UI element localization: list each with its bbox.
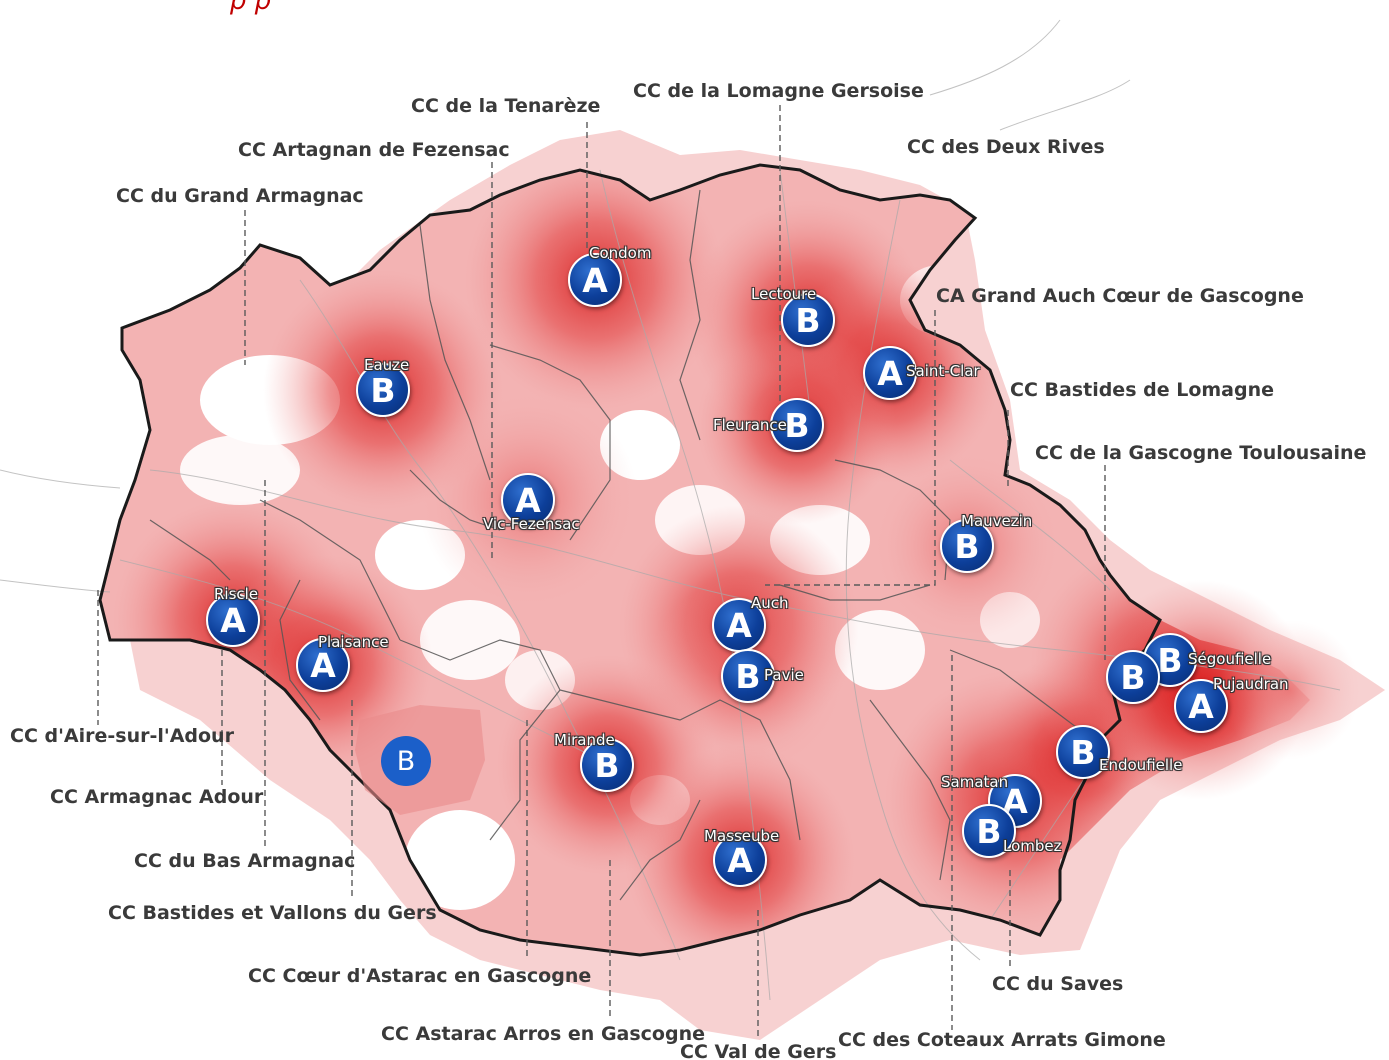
- circle-marker-icon-unnamed-southwest[interactable]: B: [381, 736, 431, 786]
- label-cc-tenareze: CC de la Tenarèze: [411, 95, 601, 117]
- label-cc-deux-rives: CC des Deux Rives: [907, 136, 1105, 158]
- town-name-lectoure: Lectoure: [751, 285, 817, 303]
- circle-marker-icon-mirande[interactable]: B: [580, 738, 634, 792]
- label-cc-armagnac-adour: CC Armagnac Adour: [50, 786, 264, 808]
- town-name-pavie: Pavie: [764, 666, 804, 684]
- circle-marker-icon-riscle[interactable]: A: [206, 593, 260, 647]
- label-cc-gascogne-toulousaine: CC de la Gascogne Toulousaine: [1035, 442, 1367, 464]
- town-name-riscle: Riscle: [214, 585, 259, 603]
- circle-marker-icon-lectoure[interactable]: B: [781, 293, 835, 347]
- town-name-eauze: Eauze: [364, 356, 410, 374]
- label-cc-bastides-lomagne: CC Bastides de Lomagne: [1010, 379, 1275, 401]
- label-cc-coteaux-arrats: CC des Coteaux Arrats Gimone: [838, 1029, 1166, 1051]
- label-cc-bas-armagnac: CC du Bas Armagnac: [134, 850, 356, 872]
- label-cc-bastides-vallons: CC Bastides et Vallons du Gers: [108, 902, 437, 924]
- town-name-lombez: Lombez: [1003, 837, 1062, 855]
- circle-marker-icon-condom[interactable]: A: [568, 253, 622, 307]
- circle-marker-icon-plaisance[interactable]: A: [296, 638, 350, 692]
- town-name-fleurance: Fleurance: [713, 416, 787, 434]
- town-name-samatan: Samatan: [941, 773, 1009, 791]
- intercommunality-borders: [149, 189, 1081, 901]
- circle-marker-icon-unnamed-east[interactable]: B: [1106, 650, 1160, 704]
- label-cc-val-de-gers: CC Val de Gers: [680, 1041, 837, 1060]
- circle-marker-icon-eauze[interactable]: B: [356, 363, 410, 417]
- circle-marker-icon-saint-clar[interactable]: A: [863, 346, 917, 400]
- town-name-endoufielle: Endoufielle: [1099, 756, 1183, 774]
- label-cc-aire-sur-adour: CC d'Aire-sur-l'Adour: [10, 725, 234, 747]
- circle-marker-icon-fleurance[interactable]: B: [770, 398, 824, 452]
- label-cc-coeur-astarac: CC Cœur d'Astarac en Gascogne: [248, 965, 592, 987]
- leader-lines: [97, 105, 1106, 1040]
- circle-marker-icon-vic-fezensac[interactable]: A: [501, 473, 555, 527]
- label-ca-grand-auch: CA Grand Auch Cœur de Gascogne: [936, 285, 1304, 307]
- town-name-mauvezin: Mauvezin: [961, 512, 1033, 530]
- label-cc-artagnan-fezensac: CC Artagnan de Fezensac: [238, 139, 510, 161]
- label-cc-lomagne-gersoise: CC de la Lomagne Gersoise: [633, 80, 924, 102]
- circle-marker-icon-endoufielle[interactable]: B: [1056, 725, 1110, 779]
- circle-marker-icon-pavie[interactable]: B: [721, 649, 775, 703]
- town-name-segoufielle: Ségoufielle: [1188, 650, 1272, 668]
- title-fragment: p p: [230, 0, 272, 16]
- circle-marker-icon-mauvezin[interactable]: B: [940, 519, 994, 573]
- town-name-plaisance: Plaisance: [318, 633, 389, 651]
- town-name-mirande: Mirande: [554, 731, 615, 749]
- town-name-saint-clar: Saint-Clar: [906, 362, 980, 380]
- label-cc-grand-armagnac: CC du Grand Armagnac: [116, 185, 364, 207]
- town-name-auch: Auch: [751, 594, 789, 612]
- label-cc-saves: CC du Saves: [992, 973, 1124, 995]
- town-name-pujaudran: Pujaudran: [1213, 675, 1289, 693]
- town-name-vic-fezensac: Vic-Fezensac: [483, 515, 580, 533]
- circle-marker-icon-masseube[interactable]: A: [713, 833, 767, 887]
- circle-marker-icon-lombez[interactable]: B: [962, 804, 1016, 858]
- circle-marker-icon-pujaudran[interactable]: A: [1174, 679, 1228, 733]
- town-name-condom: Condom: [589, 244, 652, 262]
- label-cc-astarac-arros: CC Astarac Arros en Gascogne: [381, 1023, 705, 1045]
- town-name-masseube: Masseube: [704, 827, 780, 845]
